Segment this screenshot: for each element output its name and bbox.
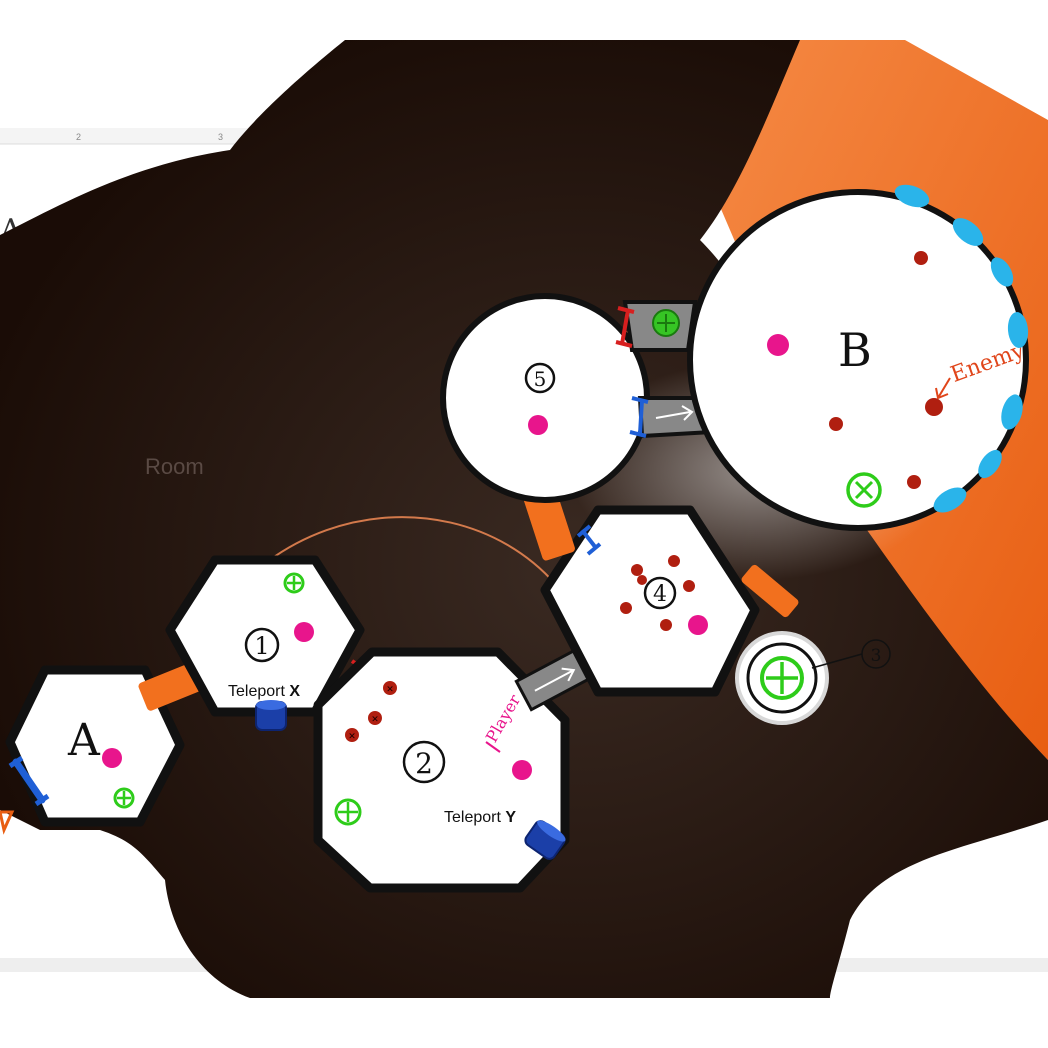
room-3-number-circle [861,639,891,669]
corridor-5-to-b-top [615,300,698,352]
door-icon [8,755,50,807]
ruler-number-3: 3 [218,132,223,142]
room-5-shape [440,293,650,503]
room-a-shape [5,665,185,827]
room-b: B Enemy [687,184,1029,531]
water-edge [894,184,1029,513]
arrow-icon [935,377,951,400]
room-1-shape [165,555,365,717]
svg-text:✕: ✕ [348,731,356,741]
enemy-marker-icon [914,251,928,265]
room-4: 4 [540,505,760,697]
room-4-label: 4 [653,582,667,607]
spawn-point-icon [512,760,532,780]
room-2: 2 ✕ ✕ ✕ Player Teleport Y [313,647,570,893]
enemy-marker-icon [925,398,943,416]
spawn-point-icon [528,415,548,435]
spawn-point-icon [294,622,314,642]
enemy-marker-icon [907,475,921,489]
arrow-icon [534,667,576,692]
room-1-number-circle [244,627,280,663]
door-icon [629,396,649,438]
enemy-marker-icon [660,619,672,631]
ruler-number-2: 2 [76,132,81,142]
spawn-point-icon [102,748,122,768]
teleport-y-label: Teleport Y [444,809,516,826]
enemy-marker-icon: ✕ [383,681,397,695]
arrow-icon [655,405,694,421]
room-2-label: 2 [415,747,433,780]
heal-plus-icon [760,656,804,700]
cave-region [0,40,1048,998]
teleport-x-prefix: Teleport [228,683,289,700]
heal-plus-icon [113,787,135,809]
svg-text:✕: ✕ [371,714,379,724]
door-icon [615,306,635,348]
room-1: 1 Teleport X [165,555,365,717]
room-a-label: A [67,715,101,766]
room-4-shape [540,505,760,697]
room-1-label: 1 [254,632,269,660]
exit-marker-icon [0,810,15,835]
spawn-point-icon [767,334,789,356]
room-2-number-circle [402,740,446,784]
room-3-label: 3 [871,646,882,666]
room-5-number-circle [524,362,556,394]
teleporter-icon [255,700,287,731]
room-3-callout-line [811,653,863,669]
room-a: A [0,665,185,835]
svg-text:✕: ✕ [386,684,394,694]
enemy-marker-icon [683,580,695,592]
door-icon [741,564,799,618]
room-3-inner-ring [746,642,818,714]
enemy-marker-icon [829,417,843,431]
spawn-point-icon [688,615,708,635]
heal-plus-icon [652,309,680,337]
room-3: 3 [735,631,891,725]
room-b-shape [687,189,1029,531]
teleport-y-prefix: Teleport [444,809,505,826]
enemy-marker-icon [637,575,647,585]
heal-plus-icon [334,798,362,826]
room-5-label: 5 [534,367,547,391]
door-icon [523,485,575,561]
room-b-label: B [838,323,872,377]
heal-plus-icon [283,572,305,594]
teleport-y-letter: Y [505,809,516,826]
teleport-x-letter: X [289,683,300,700]
enemy-marker-icon [631,564,643,576]
room-4-number-circle [643,576,677,610]
enemy-marker-icon: ✕ [368,711,382,725]
enemy-marker-icon: ✕ [345,728,359,742]
teleport-x-label: Teleport X [228,683,300,700]
teleporter-icon [524,820,566,860]
heal-plus-icon [846,472,882,508]
enemy-marker-icon [620,602,632,614]
enemy-marker-icon [668,555,680,567]
door-icon [576,524,602,556]
faded-room-text: Room [145,454,204,479]
room-5: 5 [440,293,650,503]
arrow-icon [485,741,501,753]
